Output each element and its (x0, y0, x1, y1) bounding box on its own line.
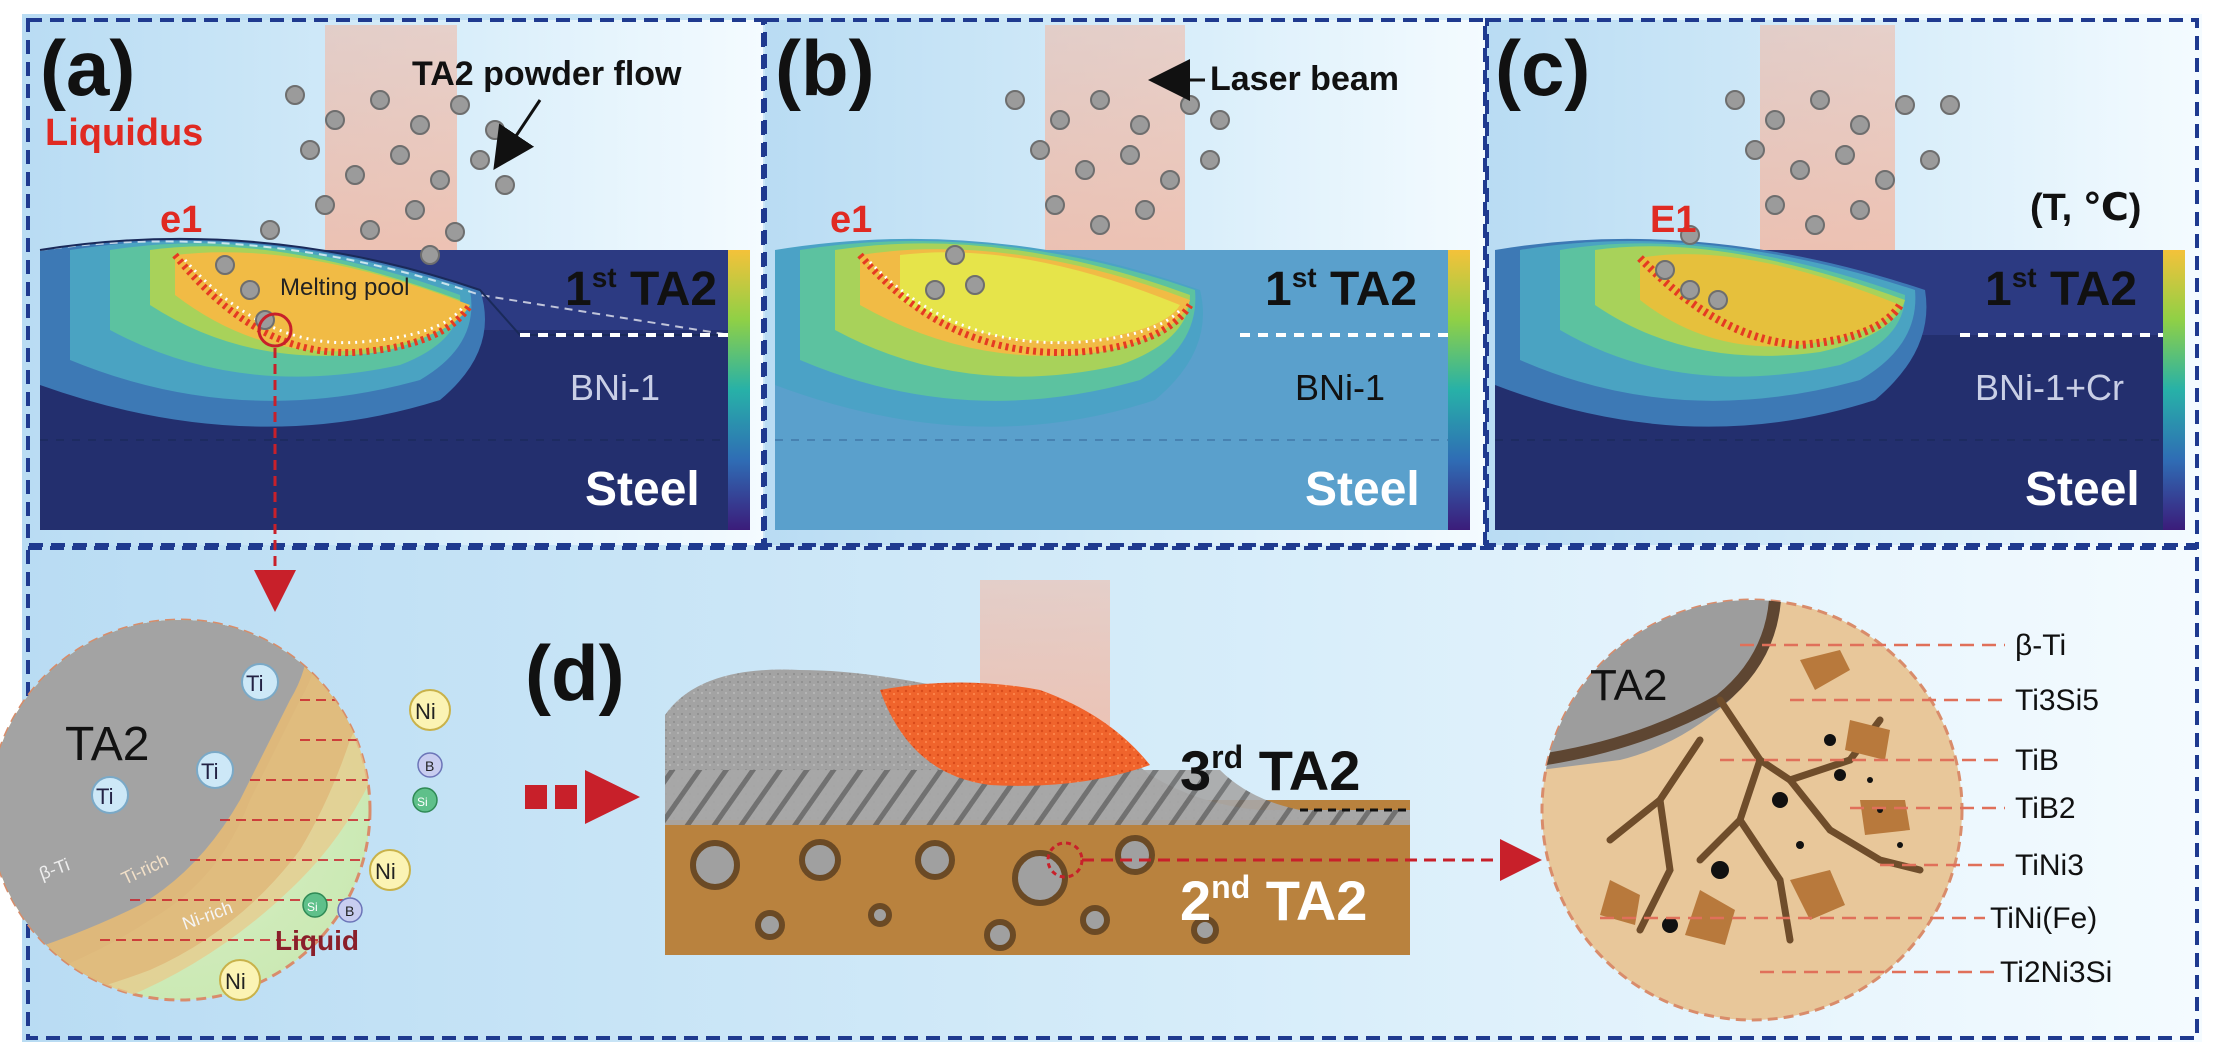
melt-pool-d (880, 682, 1150, 786)
laser-beam-label: Laser beam (1210, 60, 1399, 98)
svg-text:Ti: Ti (246, 671, 264, 696)
panel-letter-b: (b) (775, 24, 875, 112)
panel-d: TA2 Ti Ti Ti Ni Ni Ni B Si (0, 348, 2199, 1040)
svg-text:B: B (425, 758, 434, 774)
colorbar-title: (T, ℃) (2030, 187, 2141, 229)
panel-letter-c: (c) (1495, 24, 1590, 112)
right-ta2-label: TA2 (1590, 661, 1667, 710)
phase-ti2ni3si: Ti2Ni3Si (2000, 956, 2112, 989)
panel-c: (c) E1 (T, ℃) 1st TA2 BNi-1+Cr Steel (1485, 18, 2199, 547)
liquid-label: Liquid (275, 925, 359, 956)
liquidus-label: Liquidus (45, 112, 203, 154)
colorbar-b (1448, 250, 1470, 530)
powder-flow-label: TA2 powder flow (412, 55, 682, 93)
panel-letter-d: (d) (525, 629, 625, 717)
left-ta2-label: TA2 (65, 718, 149, 771)
svg-text:Ni: Ni (415, 699, 436, 724)
left-zoom-circle: TA2 Ti Ti Ti Ni Ni Ni B Si (0, 618, 451, 1002)
laser-beam-b (1045, 25, 1185, 285)
b-si-atoms: B Si Si B (302, 752, 443, 923)
phase-tini-fe: TiNi(Fe) (1990, 902, 2097, 935)
layer-label-c: 1st TA2 (1985, 262, 2137, 316)
svg-text:Ti: Ti (201, 759, 219, 784)
colorbar-c (2163, 250, 2185, 530)
right-zoom-circle: TA2 (1540, 598, 1964, 1022)
panel-letter-a: (a) (40, 24, 135, 112)
interlayer-label-a: BNi-1 (570, 367, 660, 408)
layer-label-a: 1st TA2 (565, 262, 717, 316)
svg-text:Ni: Ni (225, 969, 246, 994)
point-e1-a: e1 (160, 199, 202, 241)
powder-particles-b (925, 90, 1230, 300)
third-ta2-label: 3rd TA2 (1180, 739, 1360, 802)
interlayer-label-c: BNi-1+Cr (1975, 367, 2124, 408)
colorbar-a (728, 250, 750, 530)
phase-tini3: TiNi3 (2015, 849, 2084, 882)
ti-atoms: Ti Ti Ti (91, 663, 279, 814)
powder-particles (215, 85, 515, 330)
phase-ti3si5: Ti3Si5 (2015, 684, 2099, 717)
substrate-label-a: Steel (585, 463, 700, 516)
panel-b: (b) Laser beam e1 1st TA2 BNi-1 Steel (763, 18, 1487, 547)
zoom-marker-circle (257, 312, 293, 348)
svg-text:B: B (345, 903, 354, 919)
laser-beam-c (1760, 25, 1895, 275)
layer-label-b: 1st TA2 (1265, 262, 1417, 316)
point-e1-c: E1 (1650, 199, 1696, 241)
ti-particles (690, 835, 1219, 951)
substrate-label-c: Steel (2025, 463, 2140, 516)
dendrites (1600, 650, 1910, 945)
substrate-label-b: Steel (1305, 463, 1420, 516)
powder-particles-c (1655, 90, 1960, 310)
phase-labels: β-Ti Ti3Si5 TiB TiB2 TiNi3 TiNi(Fe) Ti2N… (1600, 629, 2112, 989)
melting-pool-label: Melting pool (280, 274, 409, 301)
phase-tib2: TiB2 (2015, 792, 2076, 825)
phase-tib: TiB (2015, 744, 2059, 777)
svg-text:Si: Si (417, 795, 428, 809)
phase-beta-ti: β-Ti (2015, 629, 2066, 662)
boride-particles (1662, 734, 1903, 933)
svg-text:Ti: Ti (96, 784, 114, 809)
ni-atoms: Ni Ni Ni (219, 689, 451, 1001)
svg-text:Si: Si (307, 900, 318, 914)
second-ta2-label: 2nd TA2 (1180, 869, 1367, 932)
transition-arrow (525, 770, 640, 824)
interlayer-label-b: BNi-1 (1295, 367, 1385, 408)
panel-a: (a) TA2 powder flow Liquidus e1 Melting … (26, 18, 765, 547)
point-e1-b: e1 (830, 199, 872, 241)
svg-text:Ni: Ni (375, 859, 396, 884)
